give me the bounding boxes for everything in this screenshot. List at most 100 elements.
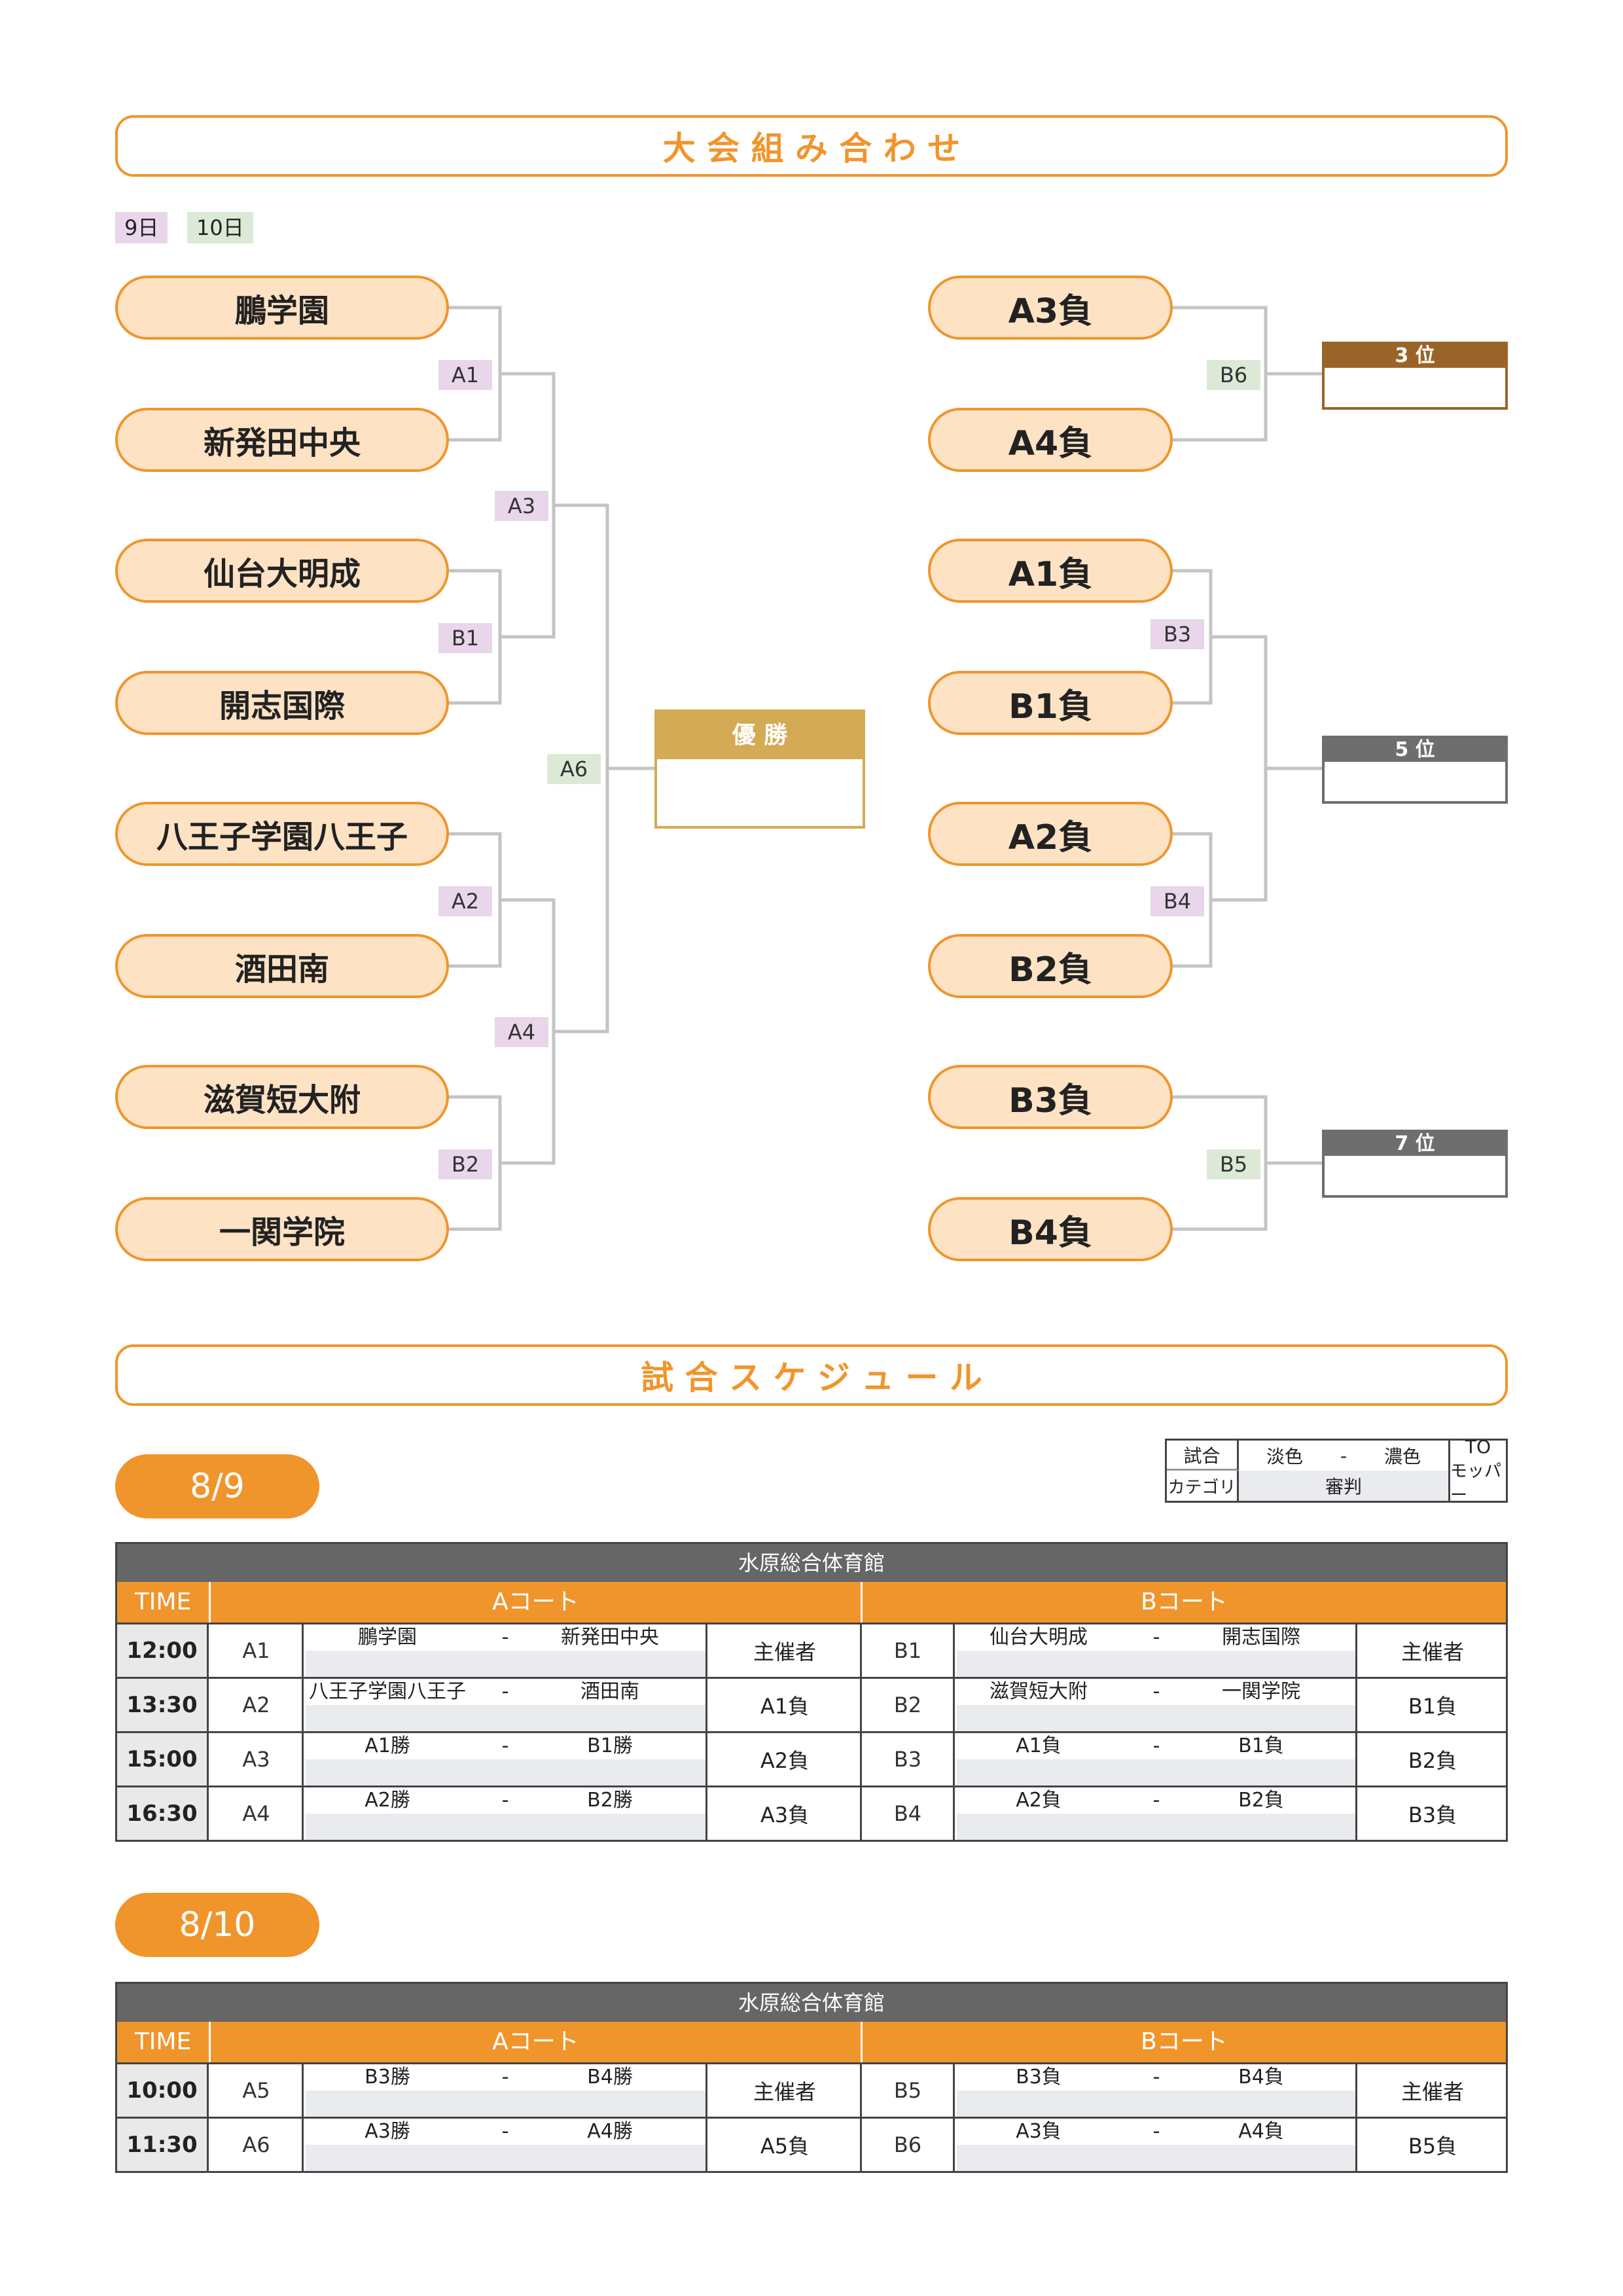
- team-pill: 開志国際: [115, 671, 449, 735]
- row-time: 12:00: [117, 1624, 209, 1677]
- row-a-match: A2勝-B2勝: [306, 1787, 707, 1840]
- key-to: TO: [1465, 1435, 1491, 1458]
- key-category: カテゴリ: [1167, 1471, 1239, 1501]
- line-fifth-join: [1211, 635, 1268, 902]
- bracket-lines: [449, 306, 1322, 1231]
- row-b-match: 滋賀短大附-一関学院: [957, 1679, 1357, 1731]
- loser-pill: A2負: [928, 802, 1173, 866]
- bracket-banner-title: 大 会 組 み 合 わ せ: [662, 130, 961, 168]
- match-tag-b6: B6: [1207, 360, 1260, 390]
- row-a-code: A2: [211, 1679, 304, 1731]
- row-b-ref: 主催者: [1400, 1640, 1464, 1664]
- match-tag-b5: B5: [1207, 1149, 1260, 1179]
- row-a-ref: 主催者: [709, 1624, 862, 1677]
- court-header-row: TIME Aコート Bコート: [117, 2022, 1506, 2062]
- court-a-header: Aコート: [211, 2022, 863, 2062]
- team-pill: 酒田南: [115, 934, 449, 998]
- row-b-home: A1負: [1016, 1734, 1061, 1757]
- row-a-code: A1: [211, 1624, 304, 1677]
- row-b-match: A3負-A4負: [957, 2119, 1357, 2171]
- row-b-home: A2負: [1016, 1789, 1061, 1812]
- date-pill-day2: 8/10: [115, 1893, 319, 1957]
- row-b-ref: B1負: [1408, 1694, 1457, 1719]
- third-place-box: 3 位: [1322, 342, 1508, 410]
- row-time: 15:00: [117, 1733, 209, 1785]
- row-a-dash: -: [501, 1734, 509, 1757]
- row-a-away: B1勝: [587, 1734, 633, 1757]
- team-pill: 鵬学園: [115, 276, 449, 340]
- row-a-ref: A2負: [709, 1733, 862, 1785]
- legend-day9: 9日: [115, 212, 168, 243]
- row-b-dash: -: [1152, 1626, 1160, 1649]
- row-a-home: 鵬学園: [358, 1626, 417, 1649]
- row-b-match: B3負 - B4負: [957, 2064, 1357, 2117]
- row-a-home: 八王子学園八王子: [309, 1680, 466, 1703]
- match-tag-a2: A2: [438, 886, 492, 916]
- row-b-code: B5: [863, 2064, 955, 2117]
- row-a-home: A3勝: [365, 2120, 410, 2143]
- venue-header: 水原総合体育館: [117, 1544, 1506, 1582]
- loser-pill: B4負: [928, 1197, 1173, 1261]
- row-a-away: 酒田南: [580, 1680, 639, 1703]
- row-a-dash: -: [501, 1626, 509, 1649]
- key-dash: -: [1340, 1444, 1347, 1467]
- bracket-banner: 大 会 組 み 合 わ せ: [115, 115, 1508, 177]
- row-b-away: B1負: [1238, 1734, 1284, 1757]
- row-b-dash: -: [1152, 1680, 1160, 1703]
- row-b-match: A1負 - B1負: [957, 1733, 1357, 1785]
- row-b-ref: B5負: [1408, 2134, 1457, 2159]
- row-a-match: 八王子学園八王子-酒田南: [306, 1679, 707, 1731]
- key-referee: 審判: [1239, 1471, 1448, 1501]
- row-b-away: 開志国際: [1222, 1626, 1300, 1649]
- loser-pill: B3負: [928, 1065, 1173, 1129]
- row-a-code: A3: [211, 1733, 304, 1785]
- key-match: 試合: [1167, 1441, 1239, 1471]
- third-place-label: 3 位: [1325, 344, 1505, 368]
- row-b-away: B4負: [1238, 2066, 1284, 2089]
- row-b-away: 一関学院: [1222, 1680, 1300, 1703]
- row-a-dash: -: [501, 1789, 509, 1812]
- row-b-code: B3: [863, 1733, 955, 1785]
- row-a-away: A4勝: [587, 2120, 633, 2143]
- row-a-match: A1勝 - B1勝: [306, 1733, 707, 1785]
- court-a-header: Aコート: [211, 1582, 863, 1623]
- row-a-code: A4: [211, 1787, 304, 1840]
- team-pill: 仙台大明成: [115, 539, 449, 603]
- legend-day10: 10日: [187, 212, 253, 243]
- row-b-ref: 主催者: [1400, 2079, 1464, 2104]
- row-a-ref: A5負: [709, 2119, 862, 2171]
- fifth-place-box: 5 位: [1322, 736, 1508, 804]
- row-b-dash: -: [1152, 2066, 1160, 2089]
- row-time: 16:30: [117, 1787, 209, 1840]
- champion-box: 優 勝: [654, 709, 865, 829]
- row-a-home: A2勝: [365, 1789, 410, 1812]
- row-a-away: 新発田中央: [561, 1626, 659, 1649]
- row-b-home: A3負: [1016, 2120, 1061, 2143]
- row-b-home: 仙台大明成: [990, 1626, 1088, 1649]
- loser-pill: B2負: [928, 934, 1173, 998]
- row-b-home: B3負: [1016, 2066, 1061, 2089]
- venue-header: 水原総合体育館: [117, 1984, 1506, 2022]
- loser-pill: B1負: [928, 671, 1173, 735]
- row-b-match: A2負-B2負: [957, 1787, 1357, 1840]
- fifth-place-label: 5 位: [1325, 738, 1505, 762]
- match-tag-b3: B3: [1150, 619, 1204, 649]
- row-a-away: B4勝: [587, 2066, 633, 2089]
- court-b-header: Bコート: [1141, 2028, 1228, 2055]
- seventh-place-label: 7 位: [1325, 1132, 1505, 1156]
- row-a-ref: A3負: [709, 1787, 862, 1840]
- row-a-home: A1勝: [365, 1734, 410, 1757]
- row-b-dash: -: [1152, 1789, 1160, 1812]
- match-tag-a6: A6: [547, 754, 601, 784]
- team-pill: 滋賀短大附: [115, 1065, 449, 1129]
- loser-pill: A3負: [928, 276, 1173, 340]
- row-b-ref: B2負: [1408, 1748, 1457, 1773]
- row-b-ref: B3負: [1408, 1803, 1457, 1827]
- row-b-dash: -: [1152, 1734, 1160, 1757]
- row-a-ref: 主催者: [709, 2064, 862, 2117]
- row-b-dash: -: [1152, 2120, 1160, 2143]
- row-a-home: B3勝: [365, 2066, 410, 2089]
- legend-key-box: 試合 カテゴリ 淡色 - 濃色 審判 TO モッパー: [1165, 1435, 1508, 1505]
